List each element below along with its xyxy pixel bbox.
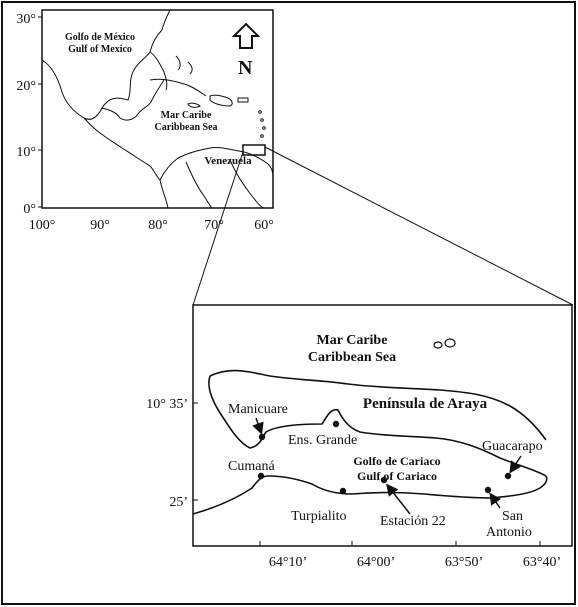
south-america <box>159 147 274 181</box>
inset-lon-90: 90° <box>90 218 110 233</box>
inset-lat-ticks <box>38 16 42 208</box>
gulf-mexico-label-en: Gulf of Mexico <box>68 44 132 55</box>
puerto-rico <box>237 97 249 103</box>
gulf-coast <box>101 79 165 121</box>
venezuela-label: Venezuela <box>204 155 252 167</box>
caribbean-label-es: Mar Caribe <box>161 110 212 121</box>
pointer-arrows <box>252 417 522 515</box>
north-label: N <box>238 57 253 79</box>
gulf-mexico-label-es: Golfo de México <box>65 32 135 43</box>
inset-lat-0: 0° <box>23 202 36 217</box>
detail-lon-6340: 63°40’ <box>523 555 561 570</box>
sea-label-en: Caribbean Sea <box>308 350 396 365</box>
inset-lon-80: 80° <box>148 218 168 233</box>
detail-lon-6410: 64°10’ <box>269 555 307 570</box>
north-arrow-icon <box>231 22 261 49</box>
gulf-label-es: Golfo de Cariaco <box>353 454 440 468</box>
inset-coastlines <box>41 9 274 209</box>
hispaniola <box>209 94 233 107</box>
zoom-lines <box>192 146 574 306</box>
arrow-manicuare <box>252 417 264 435</box>
arrow-estacion-22 <box>386 483 411 515</box>
sea-label-es: Mar Caribe <box>317 333 388 348</box>
place-san-antonio-line1: San <box>502 509 523 524</box>
arrow-guacarapo <box>509 455 522 474</box>
inset-lat-30: 30° <box>16 12 36 27</box>
detail-lon-6350: 63°50’ <box>445 555 483 570</box>
mainland-coast <box>192 475 548 515</box>
site-estacion-22 <box>380 476 388 484</box>
place-ens-grande: Ens. Grande <box>288 433 357 448</box>
florida <box>149 51 168 91</box>
south-america-west <box>159 179 169 209</box>
inset-lon-70: 70° <box>204 218 224 233</box>
peninsula-west-tip <box>208 375 547 477</box>
antilles-4 <box>260 134 264 138</box>
site-san-antonio <box>484 486 492 494</box>
site-cumana <box>257 472 265 480</box>
colombia-border <box>185 161 213 209</box>
inset-map: N Golfo de México Gulf of Mexico Mar Car… <box>16 9 274 233</box>
cuba <box>149 78 207 97</box>
detail-lat-1035: 10° 35’ <box>146 397 188 412</box>
gulf-label-en: Gulf of Cariaco <box>357 469 437 483</box>
site-points <box>257 420 512 495</box>
north-america-coast <box>41 9 171 120</box>
place-estacion-22: Estación 22 <box>380 514 446 529</box>
inset-lat-10: 10° <box>16 145 36 160</box>
antilles-2 <box>260 118 264 122</box>
place-cumana: Cumaná <box>228 459 275 474</box>
antilles-3 <box>262 126 266 130</box>
detail-lat-ticks <box>193 402 198 501</box>
detail-lat-25: 25’ <box>169 495 188 510</box>
study-area-box <box>242 144 266 156</box>
site-guacarapo <box>504 472 512 480</box>
inset-lat-20: 20° <box>16 79 36 94</box>
antilles-1 <box>258 110 262 114</box>
venezuela-border <box>229 159 265 209</box>
detail-lon-6400: 64°00’ <box>357 555 395 570</box>
peninsula-label: Península de Araya <box>363 396 488 412</box>
caribbean-label-en: Caribbean Sea <box>154 122 217 133</box>
place-turpialito: Turpialito <box>291 509 347 524</box>
detail-coastlines <box>192 338 548 515</box>
place-san-antonio-line2: Antonio <box>486 525 532 540</box>
peninsula-north-coast <box>209 369 547 441</box>
place-manicuare: Manicuare <box>228 402 288 417</box>
site-manicuare <box>258 433 266 441</box>
bahamas-2 <box>187 61 193 75</box>
inset-lon-100: 100° <box>29 218 56 233</box>
central-america <box>83 117 161 181</box>
site-turpialito <box>339 487 347 495</box>
bahamas-1 <box>175 55 181 71</box>
islet-1 <box>433 341 443 349</box>
detail-lon-ticks <box>259 541 541 546</box>
site-ens-grande <box>332 420 340 428</box>
arrow-san-antonio <box>489 492 502 509</box>
jamaica <box>187 102 201 108</box>
islet-2 <box>444 338 456 348</box>
inset-map-frame <box>41 9 274 209</box>
place-guacarapo: Guacarapo <box>482 439 543 454</box>
detail-map: 10° 35’ 25’ 64°10’ 64°00’ 63°50’ 63°40’ … <box>146 304 573 570</box>
inset-lon-60: 60° <box>254 218 274 233</box>
